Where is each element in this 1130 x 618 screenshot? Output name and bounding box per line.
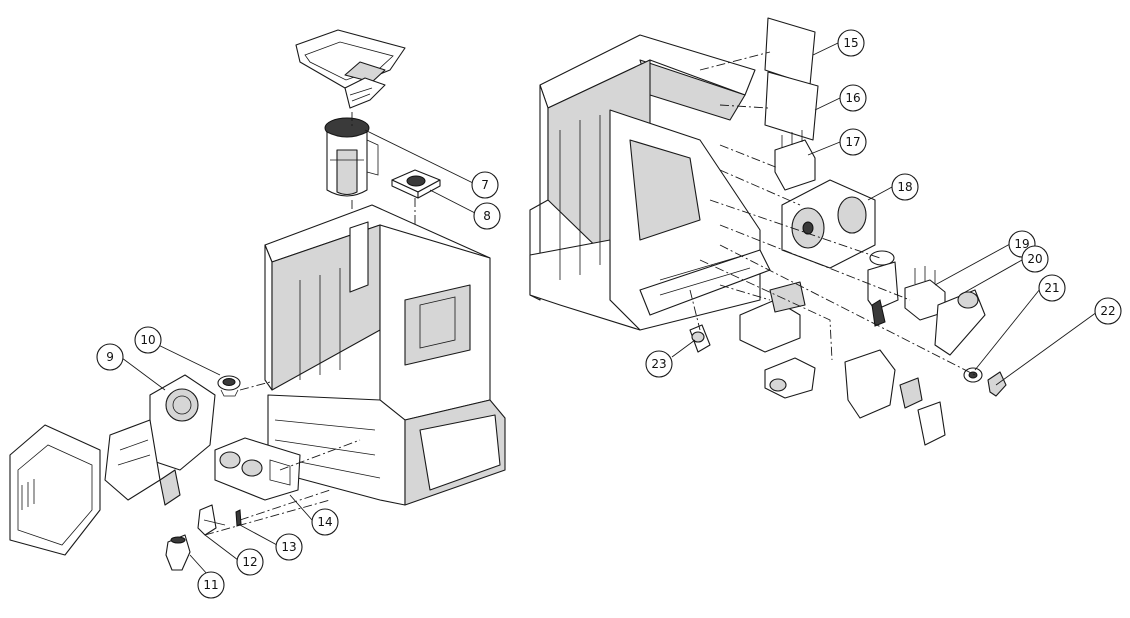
boiler-housing — [781, 179, 876, 269]
svg-text:20: 20 — [1027, 252, 1042, 266]
callout-9: 9 — [96, 343, 124, 371]
seal-ring — [217, 375, 241, 397]
callout-7: 7 — [471, 171, 499, 199]
assembly-line — [719, 104, 769, 109]
assembly-line — [719, 244, 976, 376]
svg-text:19: 19 — [1014, 237, 1029, 251]
callout-10: 10 — [134, 326, 162, 354]
svg-text:23: 23 — [651, 357, 666, 371]
callout-17: 17 — [839, 128, 867, 156]
circuit-board-panels — [764, 17, 819, 141]
callout-18: 18 — [891, 173, 919, 201]
grinder-unit — [324, 117, 379, 197]
pump-assembly — [867, 250, 986, 356]
transformer — [774, 130, 816, 191]
callout-15: 15 — [837, 29, 865, 57]
left-chassis — [264, 204, 506, 506]
svg-text:11: 11 — [203, 578, 218, 592]
assembly-line — [239, 489, 331, 521]
hopper-tray — [295, 29, 406, 109]
assembly-line — [699, 259, 833, 361]
brew-unit — [104, 374, 216, 506]
callout-12: 12 — [236, 548, 264, 576]
small-fittings — [165, 504, 242, 571]
callout-16: 16 — [839, 84, 867, 112]
assembly-line — [689, 289, 701, 331]
cooling-fan — [391, 169, 441, 199]
assembly-line — [719, 224, 911, 301]
svg-text:22: 22 — [1100, 304, 1115, 318]
assembly-line — [204, 499, 331, 536]
side-cover-panel — [9, 424, 101, 556]
callout-8: 8 — [473, 202, 501, 230]
callout-14: 14 — [311, 508, 339, 536]
valve-block — [214, 437, 301, 501]
svg-text:16: 16 — [845, 91, 860, 105]
callout-23: 23 — [645, 350, 673, 378]
svg-text:21: 21 — [1044, 281, 1059, 295]
right-chassis — [529, 34, 771, 331]
svg-text:9: 9 — [106, 350, 114, 364]
svg-text:18: 18 — [897, 180, 912, 194]
svg-text:17: 17 — [845, 135, 860, 149]
svg-text:15: 15 — [843, 36, 858, 50]
leader-lines — [121, 42, 1098, 576]
solenoid-valves — [689, 281, 946, 446]
assembly-line — [719, 169, 801, 206]
assembly-line — [719, 144, 779, 169]
callout-19: 19 — [1008, 230, 1036, 258]
assembly-line — [239, 381, 271, 391]
svg-text:7: 7 — [481, 178, 489, 192]
assembly-line — [699, 51, 771, 71]
assembly-line — [719, 284, 771, 301]
callout-21: 21 — [1038, 274, 1066, 302]
svg-text:12: 12 — [242, 555, 257, 569]
callout-13: 13 — [275, 533, 303, 561]
assembly-line — [709, 199, 881, 259]
callout-20: 20 — [1021, 245, 1049, 273]
svg-text:14: 14 — [317, 515, 332, 529]
assembly-line — [279, 439, 361, 471]
svg-text:10: 10 — [140, 333, 155, 347]
svg-text:13: 13 — [281, 540, 296, 554]
callout-22: 22 — [1094, 297, 1122, 325]
callout-11: 11 — [197, 571, 225, 599]
svg-text:8: 8 — [483, 209, 491, 223]
